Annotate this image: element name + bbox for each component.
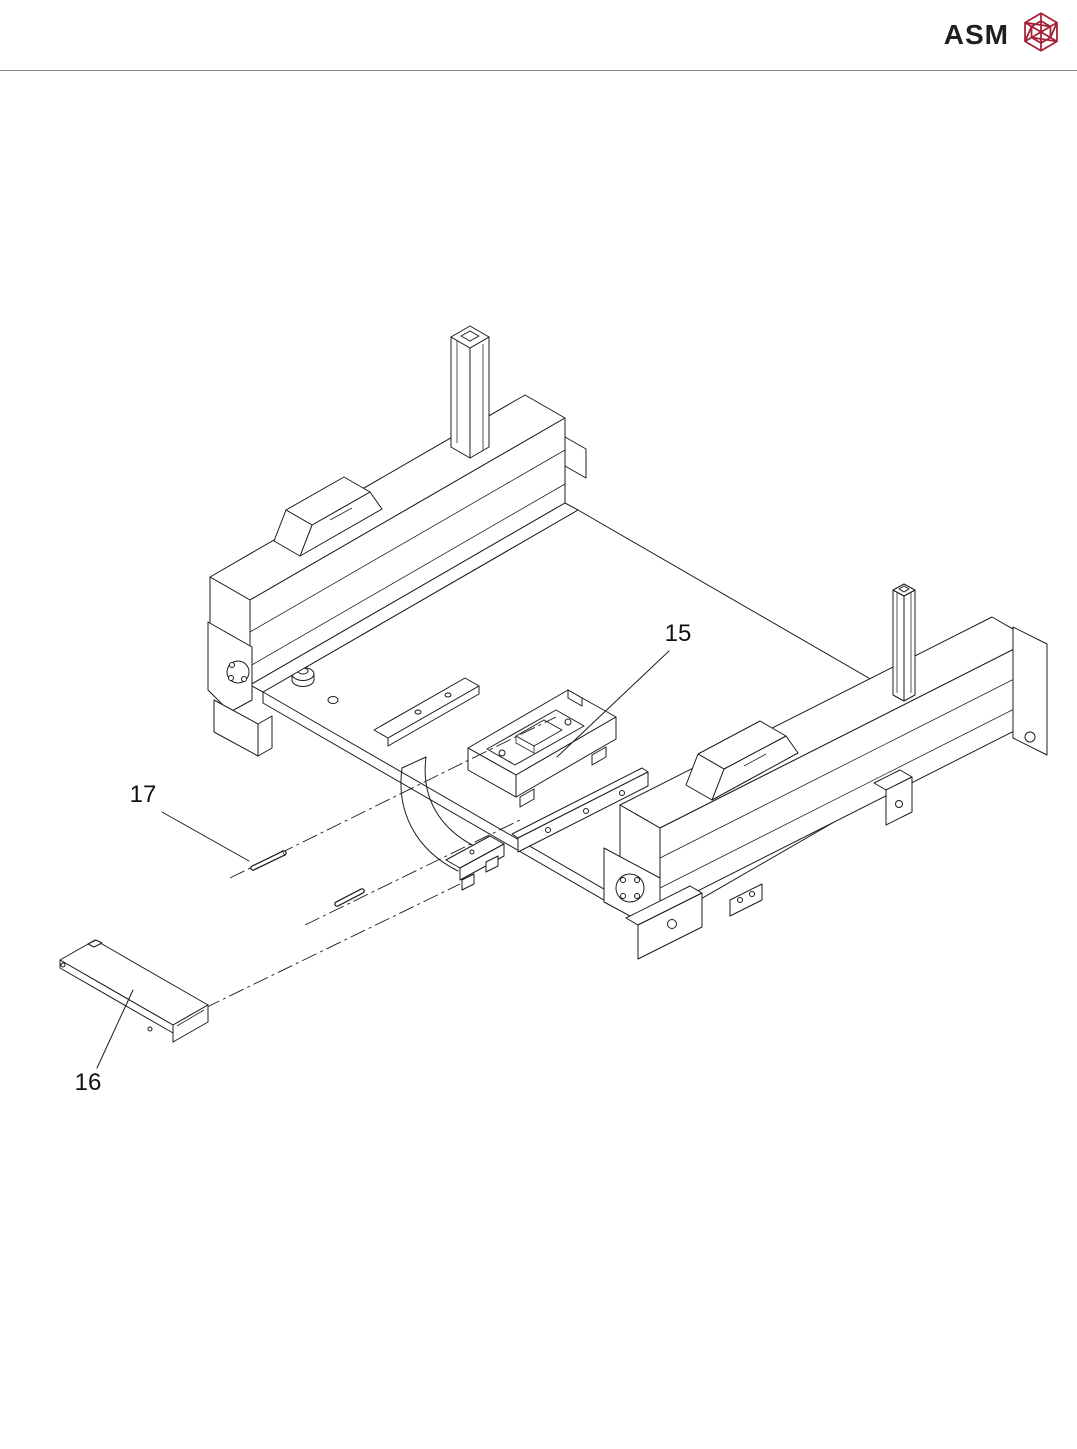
hanger-bracket bbox=[400, 756, 505, 891]
left-handle-block bbox=[273, 476, 383, 557]
brand-logo-text: ASM bbox=[943, 18, 1009, 50]
cover-plate-part-16 bbox=[59, 939, 209, 1043]
right-end-cap bbox=[1012, 626, 1048, 756]
callout-17-leader-line bbox=[161, 811, 250, 862]
callout-15: 15 bbox=[556, 620, 692, 758]
left-post bbox=[450, 325, 490, 459]
callout-16-leader-line bbox=[96, 989, 134, 1069]
left-end-bracket bbox=[207, 621, 273, 757]
guide-rail-strip bbox=[373, 677, 480, 747]
pin-part-17 bbox=[250, 849, 287, 871]
brand: ASM bbox=[944, 10, 1063, 59]
callout-16: 16 bbox=[75, 989, 134, 1096]
secondary-pin bbox=[334, 888, 365, 907]
header-divider bbox=[0, 70, 1077, 71]
asm-globe-icon bbox=[1019, 10, 1063, 59]
callout-15-leader-line bbox=[556, 650, 670, 758]
callout-17: 17 bbox=[130, 781, 250, 862]
slide-carriage-part-15 bbox=[467, 689, 617, 808]
callout-15-label: 15 bbox=[665, 620, 692, 647]
right-handle-block bbox=[685, 720, 799, 801]
right-post bbox=[892, 583, 916, 702]
callout-16-label: 16 bbox=[75, 1069, 102, 1096]
lower-rail-bar bbox=[511, 767, 649, 853]
right-end-bracket bbox=[603, 847, 763, 960]
callout-17-label: 17 bbox=[130, 781, 157, 808]
right-foot-bracket bbox=[873, 769, 913, 826]
